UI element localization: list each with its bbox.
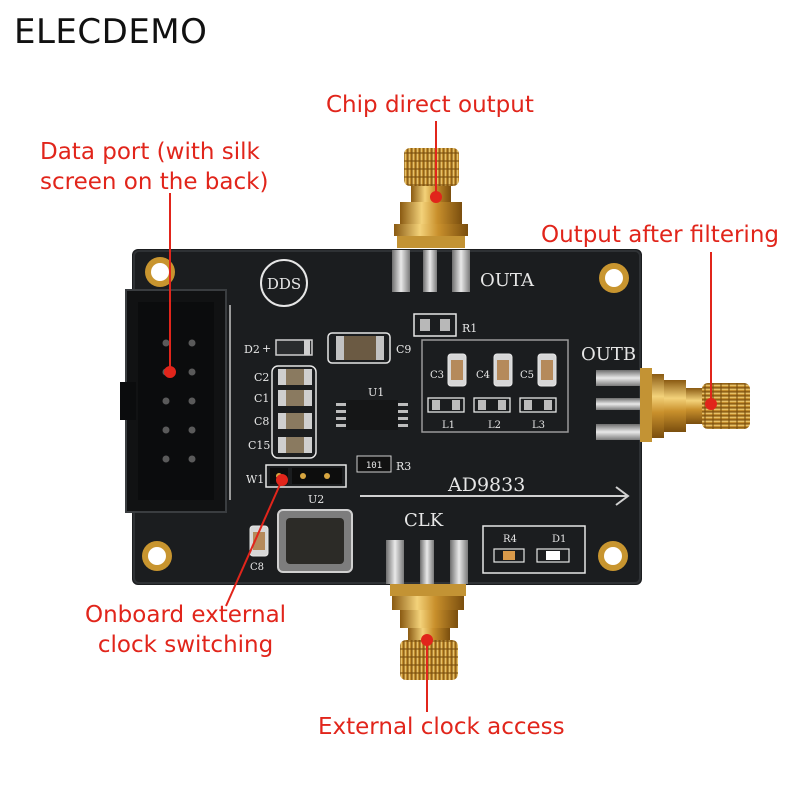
d2-diode: D2 +	[244, 339, 313, 356]
callout-onboard-line-1: Onboard external	[85, 602, 287, 628]
callout-onboard-clock-switching: Onboard external clock switching	[85, 600, 286, 660]
sma-connector-outa	[392, 148, 470, 292]
dds-logo-text: DDS	[267, 275, 301, 293]
callout-external-clock-access: External clock access	[318, 714, 565, 740]
sma-connector-clk	[386, 540, 468, 680]
u2-label: U2	[308, 493, 324, 506]
outa-label: OUTA	[480, 270, 535, 291]
c9-capacitor: C9	[327, 332, 411, 364]
c3-label: C3	[430, 370, 444, 381]
clk-label: CLK	[404, 510, 444, 531]
r4-d1-section: R4 D1	[482, 525, 586, 574]
signal-arrow	[360, 486, 630, 506]
sma-connector-outb	[596, 368, 750, 442]
d2-label: D2	[244, 343, 260, 356]
mounting-hole-icon	[599, 263, 629, 293]
header-pins	[162, 339, 196, 463]
r1-footprint: R1	[413, 313, 477, 337]
u1-label: U1	[368, 386, 384, 399]
capacitor-column: C2 C1 C8 C15	[248, 365, 317, 459]
d1-label: D1	[552, 534, 566, 545]
w1-label: W1	[246, 473, 264, 486]
r1-label: R1	[462, 322, 477, 335]
d2-plus-label: +	[262, 342, 271, 355]
callout-data-port-line-1: Data port (with silk	[40, 139, 260, 165]
leader-chip-output	[430, 121, 442, 203]
leader-clock-switching	[225, 474, 288, 607]
mounting-hole-icon	[145, 257, 175, 287]
callout-chip-direct-output: Chip direct output	[326, 92, 534, 118]
brand-title: ELECDEMO	[14, 12, 208, 52]
outb-label: OUTB	[581, 344, 636, 365]
c15-label: C15	[248, 439, 270, 452]
l1-label: L1	[442, 420, 455, 431]
c4-label: C4	[476, 370, 490, 381]
l3-label: L3	[532, 420, 545, 431]
filter-section: C3 C4 C5 L1 L2 L3	[421, 339, 569, 433]
c8-label: C8	[254, 415, 269, 428]
c5-label: C5	[520, 370, 534, 381]
u2-oscillator	[277, 509, 353, 573]
data-port-header	[120, 289, 231, 513]
leader-external-clock	[421, 634, 433, 712]
callout-data-port: Data port (with silk screen on the back)	[40, 137, 268, 197]
callout-output-after-filtering: Output after filtering	[541, 222, 779, 248]
r3-code: 101	[366, 461, 382, 471]
callout-onboard-line-2: clock switching	[97, 632, 274, 658]
u1-chip: U1	[336, 386, 408, 430]
leader-data-port	[164, 193, 176, 378]
mounting-holes	[142, 257, 629, 571]
dds-logo: DDS	[260, 259, 308, 307]
l2-label: L2	[488, 420, 501, 431]
c2-label: C2	[254, 371, 269, 384]
c9-label: C9	[396, 343, 411, 356]
leader-filter-output	[705, 252, 717, 410]
r3-label: R3	[396, 460, 411, 473]
mounting-hole-icon	[142, 541, 172, 571]
callout-leaders	[164, 121, 717, 712]
mounting-hole-icon	[598, 541, 628, 571]
r3-resistor: 101 R3	[356, 455, 411, 473]
ad9833-label: AD9833	[447, 474, 525, 496]
callout-data-port-line-2: screen on the back)	[40, 169, 269, 195]
r4-label: R4	[503, 534, 517, 545]
c8-bottom-label: C8	[250, 562, 264, 573]
c1-label: C1	[254, 392, 269, 405]
